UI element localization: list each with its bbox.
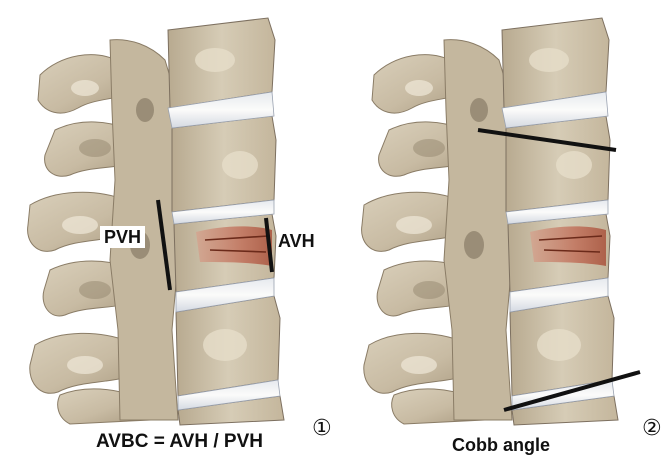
panel-number-1: ① [312, 418, 332, 440]
avbc-formula-caption: AVBC = AVH / PVH [96, 432, 263, 451]
panel-number-2: ② [642, 418, 662, 440]
spine-illustration-right [334, 0, 668, 460]
spine-drawing [362, 18, 618, 425]
avbc-panel: PVH AVH AVBC = AVH / PVH ① [0, 0, 334, 460]
spine-drawing [28, 18, 284, 425]
cobb-angle-caption: Cobb angle [452, 436, 550, 454]
avh-label: AVH [278, 232, 315, 250]
spine-illustration-left [0, 0, 334, 460]
pvh-label: PVH [100, 226, 145, 248]
cobb-angle-panel: Cobb angle ② [334, 0, 668, 460]
